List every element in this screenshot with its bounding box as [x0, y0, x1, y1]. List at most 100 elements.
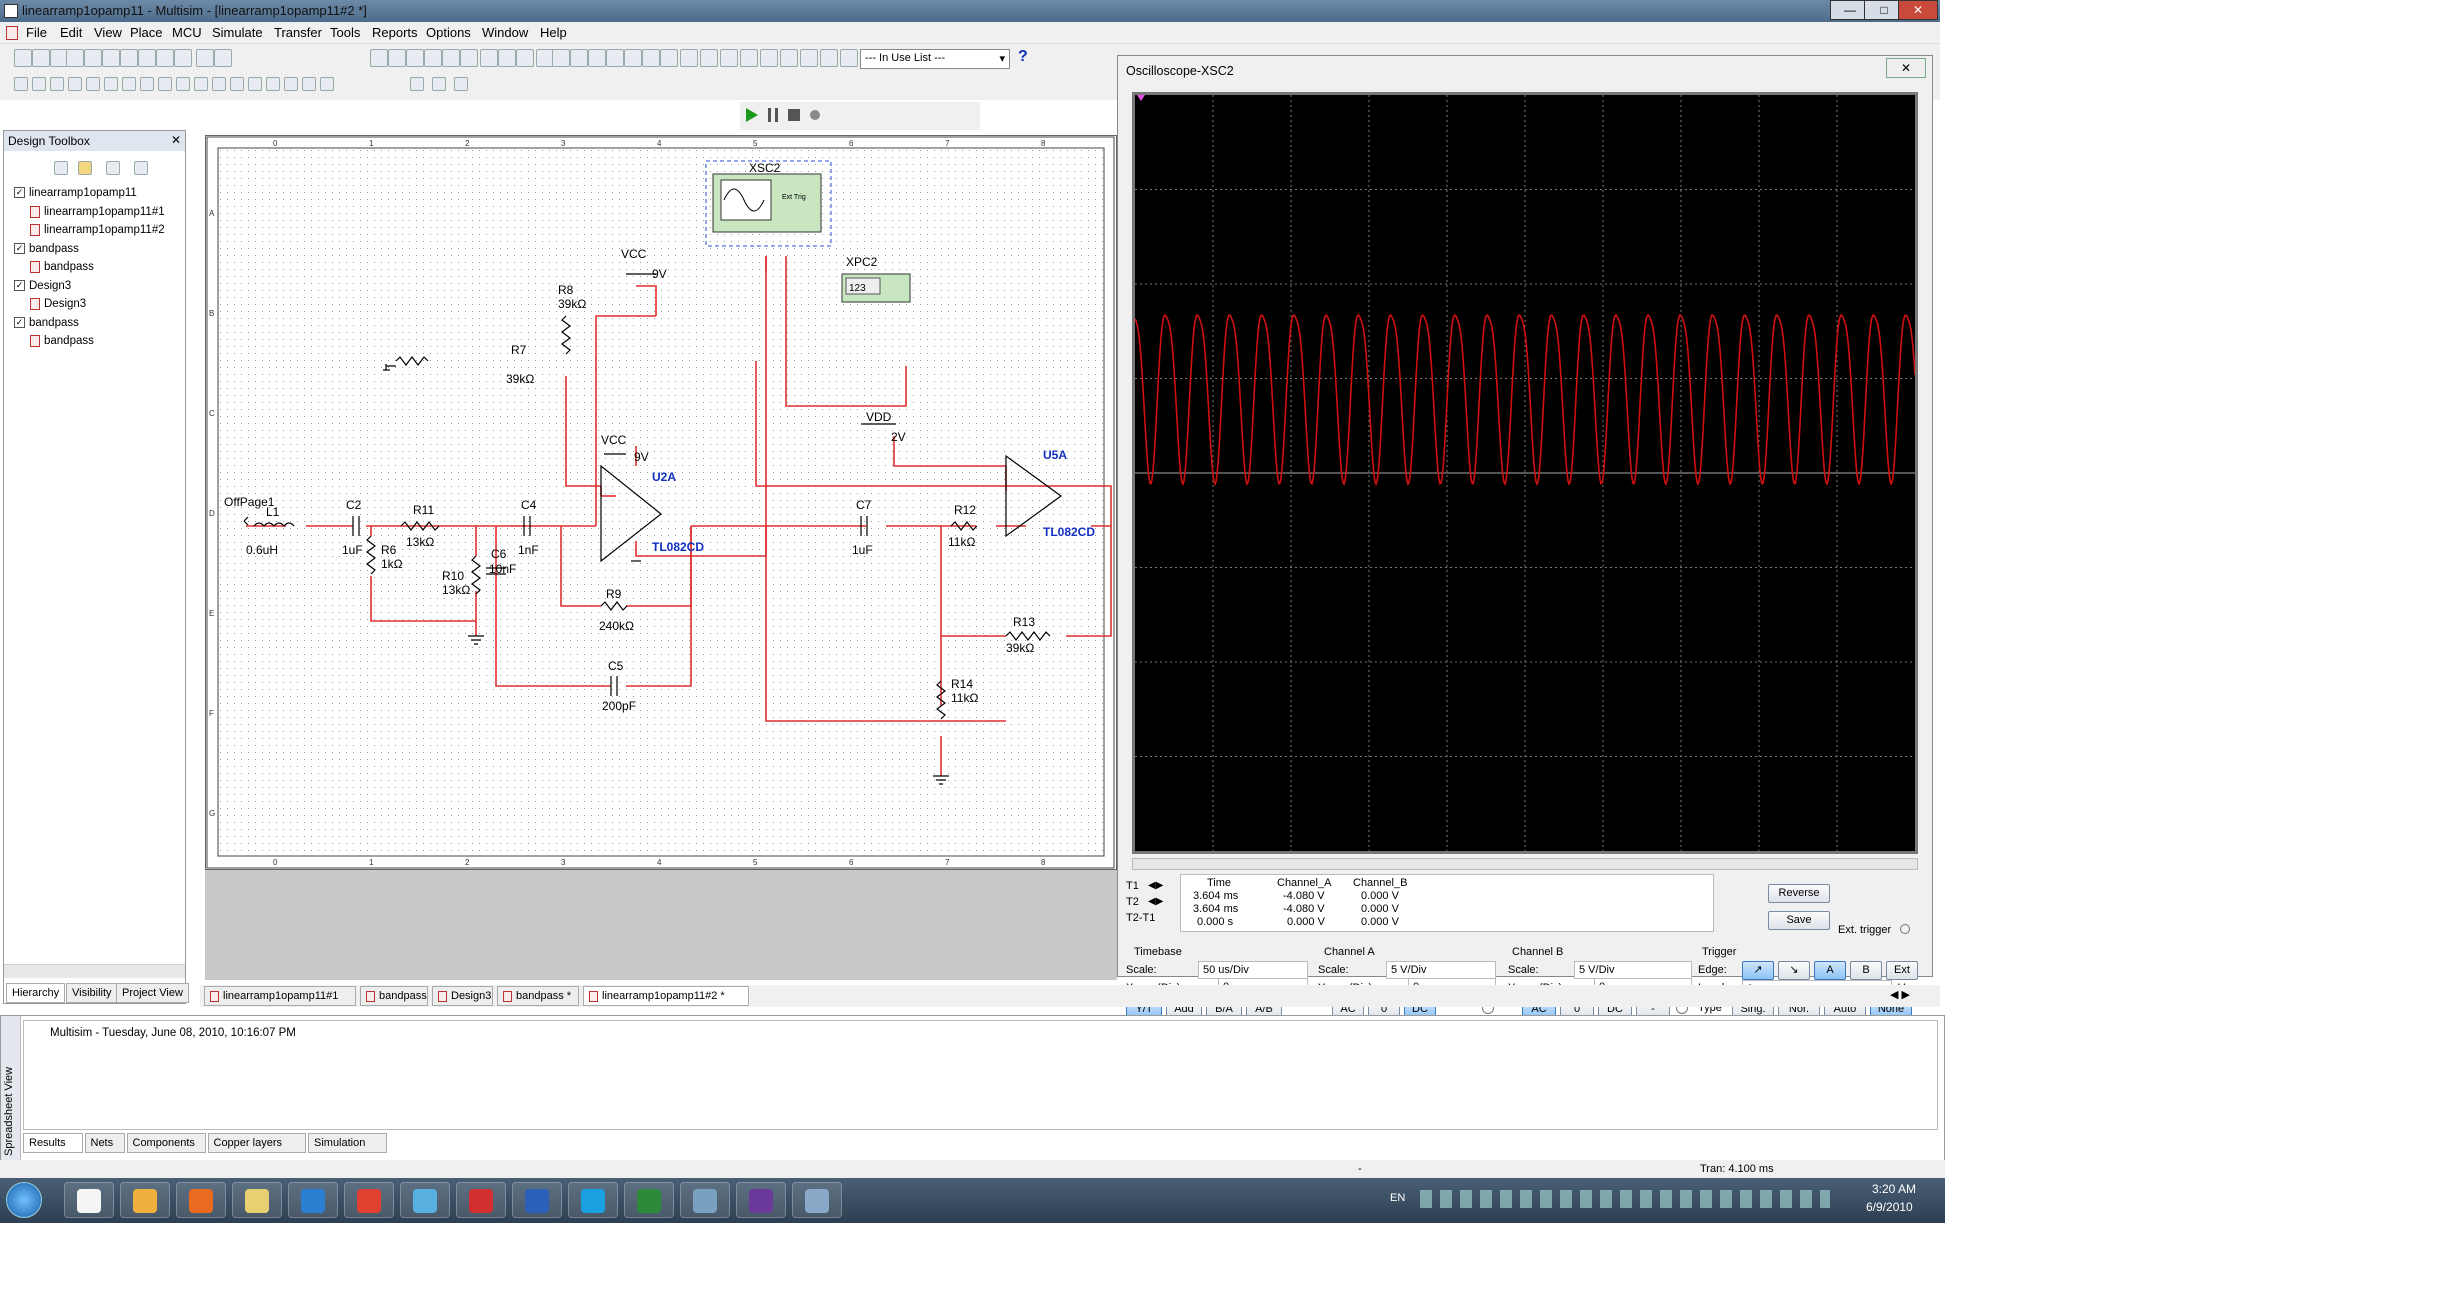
taskbar-app-icon[interactable] — [680, 1182, 730, 1218]
results-tab[interactable]: Components — [126, 1133, 206, 1153]
tree-item[interactable]: linearramp1opamp11#1 — [30, 205, 165, 218]
component-toolbar-icon[interactable] — [230, 77, 244, 91]
oscilloscope-screen[interactable] — [1132, 92, 1918, 854]
pause-icon[interactable] — [768, 108, 778, 122]
toolbar-icon[interactable] — [84, 49, 102, 67]
component-toolbar-icon[interactable] — [50, 77, 64, 91]
component-toolbar-icon[interactable] — [266, 77, 280, 91]
menu-tools[interactable]: Tools — [330, 25, 361, 40]
toolbar-icon[interactable] — [516, 49, 534, 67]
taskbar-app-icon[interactable] — [512, 1182, 562, 1218]
t1-cursor-marker[interactable] — [1137, 95, 1145, 101]
checkbox-icon[interactable]: ✓ — [14, 279, 25, 291]
save-button[interactable]: Save — [1768, 911, 1830, 930]
close-button[interactable]: ✕ — [1898, 0, 1938, 20]
tab-project-view[interactable]: Project View — [116, 983, 189, 1003]
toolbar-icon[interactable] — [138, 49, 156, 67]
clock-time[interactable]: 3:20 AM — [1872, 1182, 1917, 1196]
toolbar-icon[interactable] — [552, 49, 570, 67]
in-use-list-select[interactable]: --- In Use List --- ▾ — [860, 49, 1010, 69]
component-toolbar-icon[interactable] — [158, 77, 172, 91]
results-tab[interactable]: Results — [23, 1133, 83, 1153]
language-indicator[interactable]: EN — [1390, 1192, 1406, 1204]
component-toolbar-icon[interactable] — [140, 77, 154, 91]
menu-mcu[interactable]: MCU — [172, 25, 202, 40]
toolbar-icon[interactable] — [588, 49, 606, 67]
toolbar-icon[interactable] — [606, 49, 624, 67]
component-toolbar-icon[interactable] — [248, 77, 262, 91]
menu-help[interactable]: Help — [540, 25, 567, 40]
tab-scroll-arrows[interactable]: ◀ ▶ — [1890, 989, 1910, 1001]
taskbar-app-icon[interactable] — [232, 1182, 282, 1218]
checkbox-icon[interactable]: ✓ — [14, 316, 25, 328]
tree-item[interactable]: ✓linearramp1opamp11 — [14, 187, 137, 199]
checkbox-icon[interactable]: ✓ — [14, 242, 25, 254]
component-toolbar-icon[interactable] — [194, 77, 208, 91]
tree-item[interactable]: linearramp1opamp11#2 — [30, 224, 165, 236]
taskbar-app-icon[interactable] — [344, 1182, 394, 1218]
component-toolbar-icon[interactable] — [104, 77, 118, 91]
toolbar-icon[interactable] — [460, 49, 478, 67]
component-toolbar-icon[interactable] — [86, 77, 100, 91]
tab-visibility[interactable]: Visibility — [66, 983, 118, 1003]
taskbar-app-icon[interactable] — [400, 1182, 450, 1218]
tree-item[interactable]: ✓Design3 — [14, 280, 71, 292]
tab-hierarchy[interactable]: Hierarchy — [6, 983, 66, 1003]
clock-date[interactable]: 6/9/2010 — [1866, 1200, 1913, 1214]
toolbar-icon[interactable] — [406, 49, 424, 67]
trigger-edge-button[interactable]: ↗ — [1742, 961, 1774, 980]
toolbar-icon[interactable] — [102, 49, 120, 67]
menu-reports[interactable]: Reports — [372, 25, 418, 40]
sheet-tab[interactable]: linearramp1opamp11#2 * — [583, 986, 749, 1006]
component-toolbar-icon[interactable] — [302, 77, 316, 91]
run-icon[interactable] — [746, 108, 758, 122]
toolbar-icon[interactable] — [424, 49, 442, 67]
menu-edit[interactable]: Edit — [60, 25, 83, 40]
toolbar-icon[interactable] — [388, 49, 406, 67]
results-tab[interactable]: Copper layers — [207, 1133, 306, 1153]
toolbar-icon[interactable] — [840, 49, 858, 67]
reverse-button[interactable]: Reverse — [1768, 884, 1830, 903]
taskbar-app-icon[interactable] — [624, 1182, 674, 1218]
taskbar-app-icon[interactable] — [64, 1182, 114, 1218]
toolbar-icon[interactable] — [624, 49, 642, 67]
toolbox-scrollbar[interactable] — [4, 964, 185, 978]
close-icon[interactable]: ✕ — [1886, 58, 1926, 78]
menu-window[interactable]: Window — [482, 25, 529, 40]
toolbar-icon[interactable] — [14, 49, 32, 67]
help-icon[interactable]: ? — [1018, 48, 1028, 65]
toolbar-icon[interactable] — [410, 77, 424, 91]
component-toolbar-icon[interactable] — [212, 77, 226, 91]
toolbar-icon[interactable] — [660, 49, 678, 67]
component-toolbar-icon[interactable] — [14, 77, 28, 91]
trigger-edge-button[interactable]: ↘ — [1778, 961, 1810, 980]
toolbar-icon[interactable] — [780, 49, 798, 67]
sheet-tab[interactable]: bandpass — [360, 986, 428, 1006]
toolbar-icon[interactable] — [700, 49, 718, 67]
t1-arrows[interactable]: ◀▶ — [1148, 880, 1164, 891]
component-toolbar-icon[interactable] — [122, 77, 136, 91]
taskbar-app-icon[interactable] — [120, 1182, 170, 1218]
menu-simulate[interactable]: Simulate — [212, 25, 263, 40]
ext-trigger-terminal[interactable] — [1900, 924, 1910, 934]
component-toolbar-icon[interactable] — [32, 77, 46, 91]
start-button[interactable] — [6, 1182, 42, 1218]
trigger-edge-button[interactable]: A — [1814, 961, 1846, 980]
toolbar-icon[interactable] — [156, 49, 174, 67]
sheet-tab[interactable]: Design3 — [432, 986, 493, 1006]
trigger-edge-button[interactable]: B — [1850, 961, 1882, 980]
toolbar-icon[interactable] — [680, 49, 698, 67]
taskbar-app-icon[interactable] — [792, 1182, 842, 1218]
channel-b-scale-field[interactable]: 5 V/Div — [1574, 961, 1692, 979]
toolbar-icon[interactable] — [720, 49, 738, 67]
taskbar-app-icon[interactable] — [568, 1182, 618, 1218]
timebase-scale-field[interactable]: 50 us/Div — [1198, 961, 1308, 979]
channel-a-scale-field[interactable]: 5 V/Div — [1386, 961, 1496, 979]
toolbar-icon[interactable] — [196, 49, 214, 67]
toolbar-icon[interactable] — [454, 77, 468, 91]
toolbar-icon[interactable] — [570, 49, 588, 67]
xpc2-instrument[interactable] — [841, 273, 911, 303]
toolbar-icon[interactable] — [66, 49, 84, 67]
component-toolbar-icon[interactable] — [176, 77, 190, 91]
